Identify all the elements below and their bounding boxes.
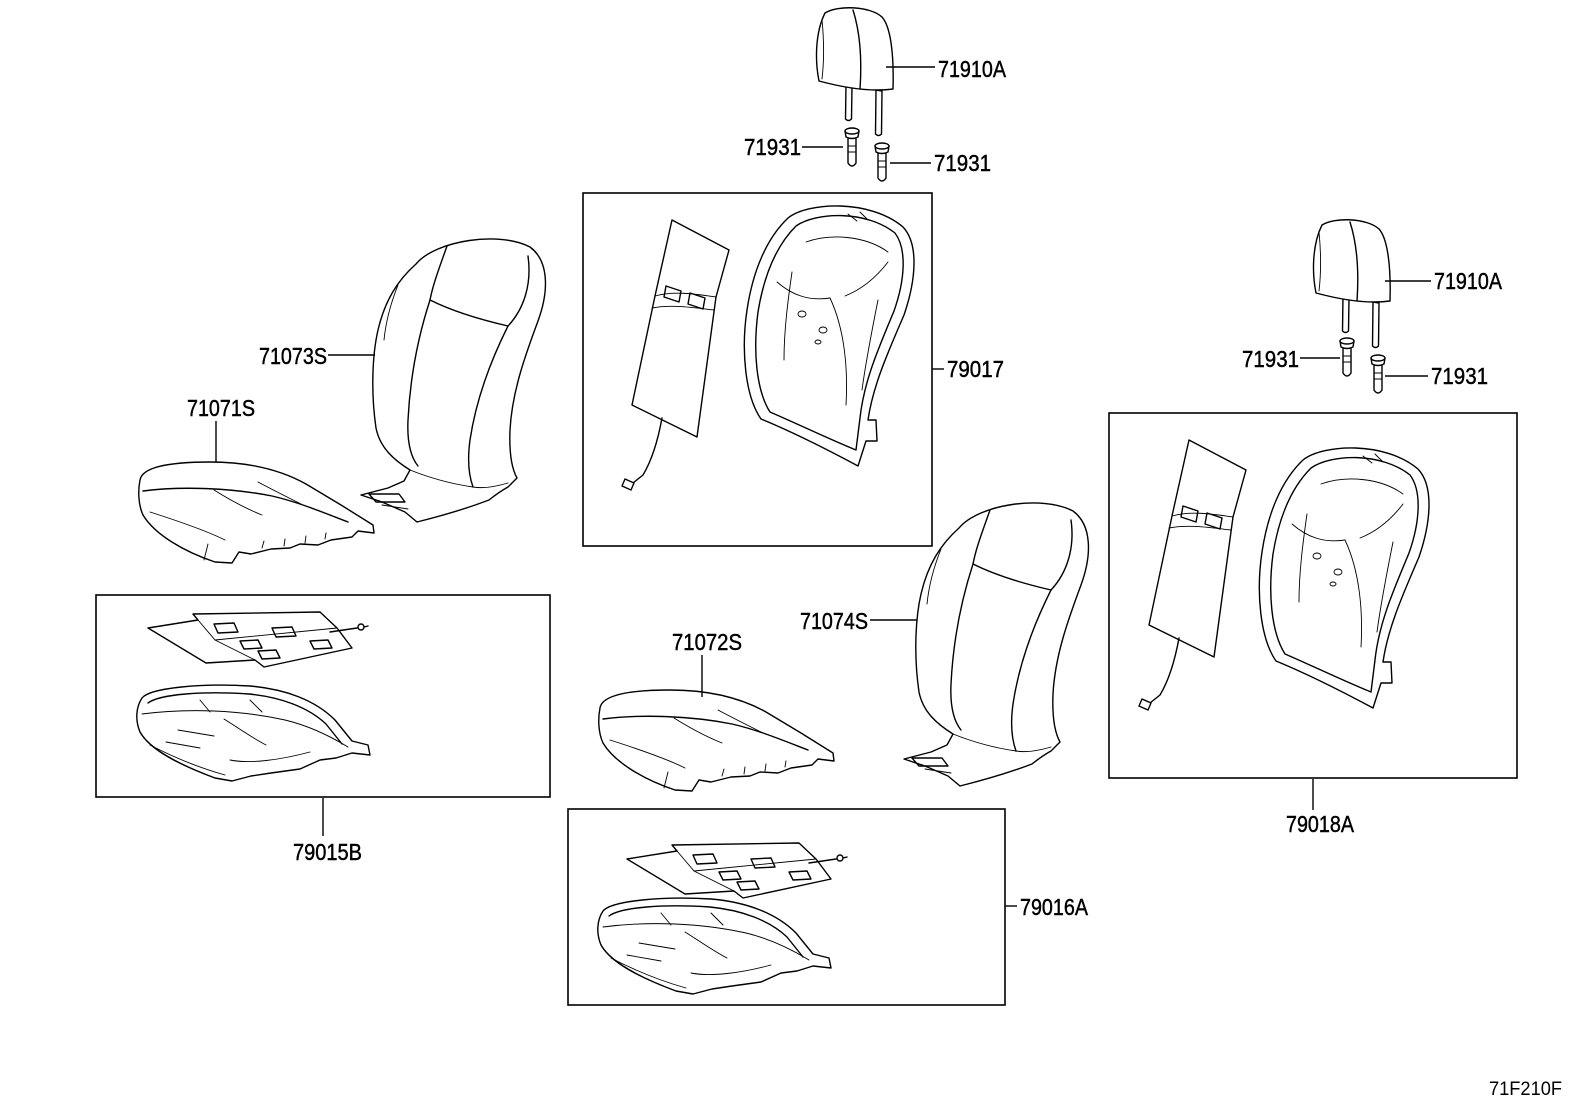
seatback-heater-drawing-left	[621, 219, 730, 491]
callout-headrest-upper[interactable]: 71910A	[938, 56, 1007, 82]
cushion-pad-drawing-right	[597, 897, 832, 995]
cushion-pad-drawing-left	[136, 684, 371, 782]
callout-seatback-cover-right[interactable]: 71074S	[800, 608, 868, 634]
cushion-heater-drawing-left	[147, 611, 369, 668]
seatback-pad-drawing-left	[743, 205, 915, 467]
callout-seatback-pad-group-left[interactable]: 79017	[947, 356, 1004, 382]
cushion-cover-drawing-left	[138, 461, 375, 564]
callout-cushion-pad-group-left[interactable]: 79015B	[293, 839, 362, 865]
callout-cushion-cover-left[interactable]: 71071S	[187, 395, 255, 421]
headrest-guide-drawing-right-left	[1339, 337, 1355, 377]
seatback-cover-drawing-left	[360, 238, 547, 523]
headrest-drawing-right	[1312, 219, 1391, 349]
headrest-guide-drawing-upper-right	[874, 142, 890, 182]
callout-guide-right-left[interactable]: 71931	[1242, 346, 1299, 372]
figure-code: 71F210F	[1489, 1079, 1562, 1099]
callout-guide-upper-right[interactable]: 71931	[934, 150, 991, 176]
assembly-frame-seatback-right	[1108, 412, 1518, 779]
callout-seatback-pad-group-right[interactable]: 79018A	[1286, 811, 1355, 837]
callout-headrest-right[interactable]: 71910A	[1434, 268, 1503, 294]
headrest-guide-drawing-upper-left	[844, 127, 860, 167]
seatback-heater-drawing-right	[1138, 439, 1247, 711]
callout-seatback-cover-left[interactable]: 71073S	[259, 343, 327, 369]
assembly-frame-cushion-left	[95, 594, 551, 798]
callout-guide-right-right[interactable]: 71931	[1431, 363, 1488, 389]
assembly-frame-cushion-right	[567, 808, 1006, 1006]
callout-cushion-pad-group-right[interactable]: 79016A	[1020, 894, 1089, 920]
cushion-cover-drawing-right	[598, 689, 835, 792]
seatback-pad-drawing-right	[1258, 447, 1430, 709]
headrest-drawing-upper	[815, 7, 894, 137]
callout-guide-upper-left[interactable]: 71931	[744, 134, 801, 160]
cushion-heater-drawing-right	[626, 842, 848, 899]
headrest-guide-drawing-right-right	[1370, 354, 1386, 394]
callout-cushion-cover-right[interactable]: 71072S	[672, 629, 742, 655]
